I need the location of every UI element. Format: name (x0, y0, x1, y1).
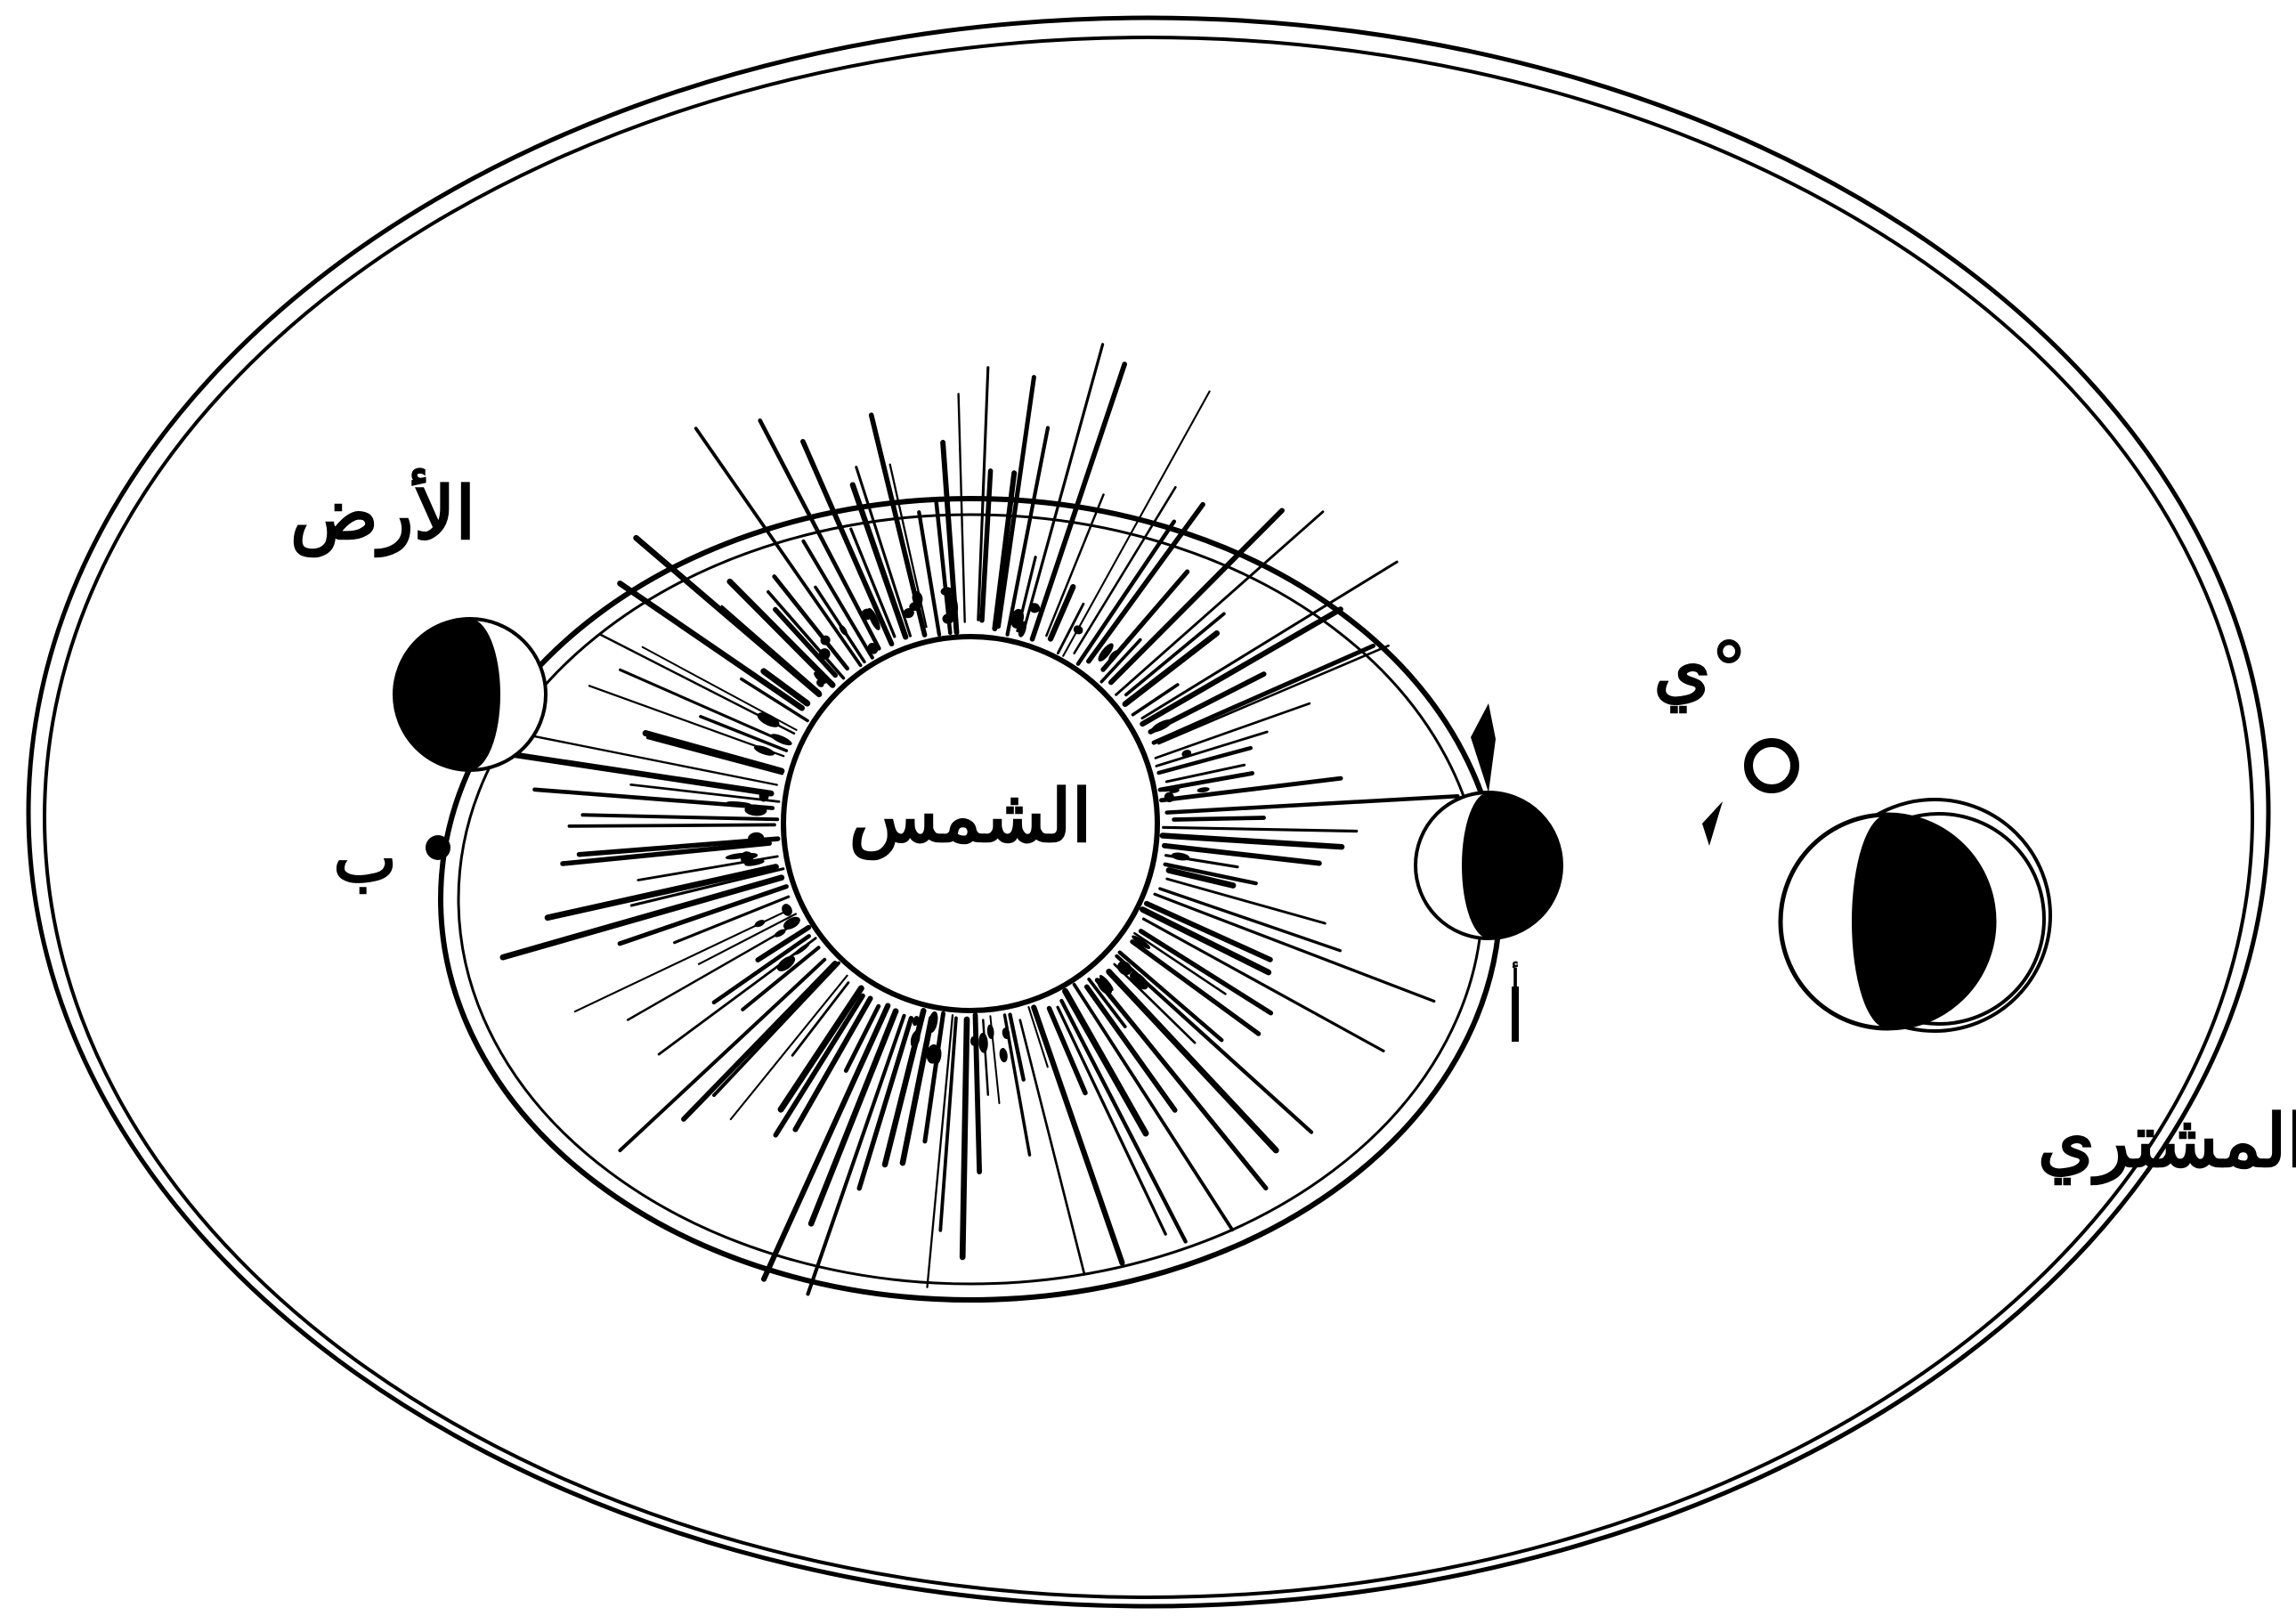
earth-left (394, 619, 546, 770)
jupiter-label: المشتري (2038, 1099, 2296, 1186)
point-y-label: ي° (1653, 627, 1747, 714)
sun-ray (976, 1015, 980, 1172)
sun-ray (1075, 487, 1176, 653)
sun-ray (1164, 846, 1319, 864)
sun-ray (1174, 818, 1264, 820)
point-b-marker (426, 835, 450, 860)
sun-ray (962, 1019, 967, 1257)
jupiter (1781, 800, 2050, 1031)
corona-mark (987, 1025, 994, 1039)
corona-mark (774, 929, 786, 938)
corona-mark (970, 1037, 975, 1045)
sun-ray (1142, 562, 1397, 719)
sun-ray (569, 824, 775, 826)
corona-mark (999, 1048, 1008, 1062)
earth-right (1416, 792, 1562, 938)
sun-ray (1034, 1008, 1122, 1263)
corona-mark (1197, 787, 1210, 792)
corona-mark (754, 919, 766, 928)
jupiter-moon (1702, 743, 1795, 846)
sun-ray (1167, 879, 1326, 923)
sun-ray (1164, 827, 1357, 831)
sun-ray (1125, 633, 1217, 703)
corona-mark (927, 1011, 938, 1034)
earth-label: الأرض (290, 467, 475, 558)
corona-mark (978, 1033, 988, 1052)
sun-ray (1144, 919, 1384, 1051)
point-a-label: أ (1512, 961, 1519, 995)
corona-mark (1172, 852, 1190, 861)
sun-ray (583, 815, 778, 819)
sun-label: الشمس (849, 774, 1092, 861)
corona-mark (781, 903, 794, 917)
sun-ray (959, 394, 965, 622)
sun-ray (1154, 646, 1373, 743)
corona-mark (1002, 1027, 1010, 1039)
sun-ray (1097, 980, 1266, 1189)
sun-ray (1163, 836, 1342, 848)
corona-mark (756, 710, 781, 730)
corona-mark (910, 1030, 921, 1048)
sun-ray (659, 938, 815, 1054)
sun-ray (1162, 778, 1341, 800)
corona-mark (1073, 624, 1084, 635)
point-b-label: ب (333, 818, 397, 897)
sun-ray (1167, 796, 1458, 812)
